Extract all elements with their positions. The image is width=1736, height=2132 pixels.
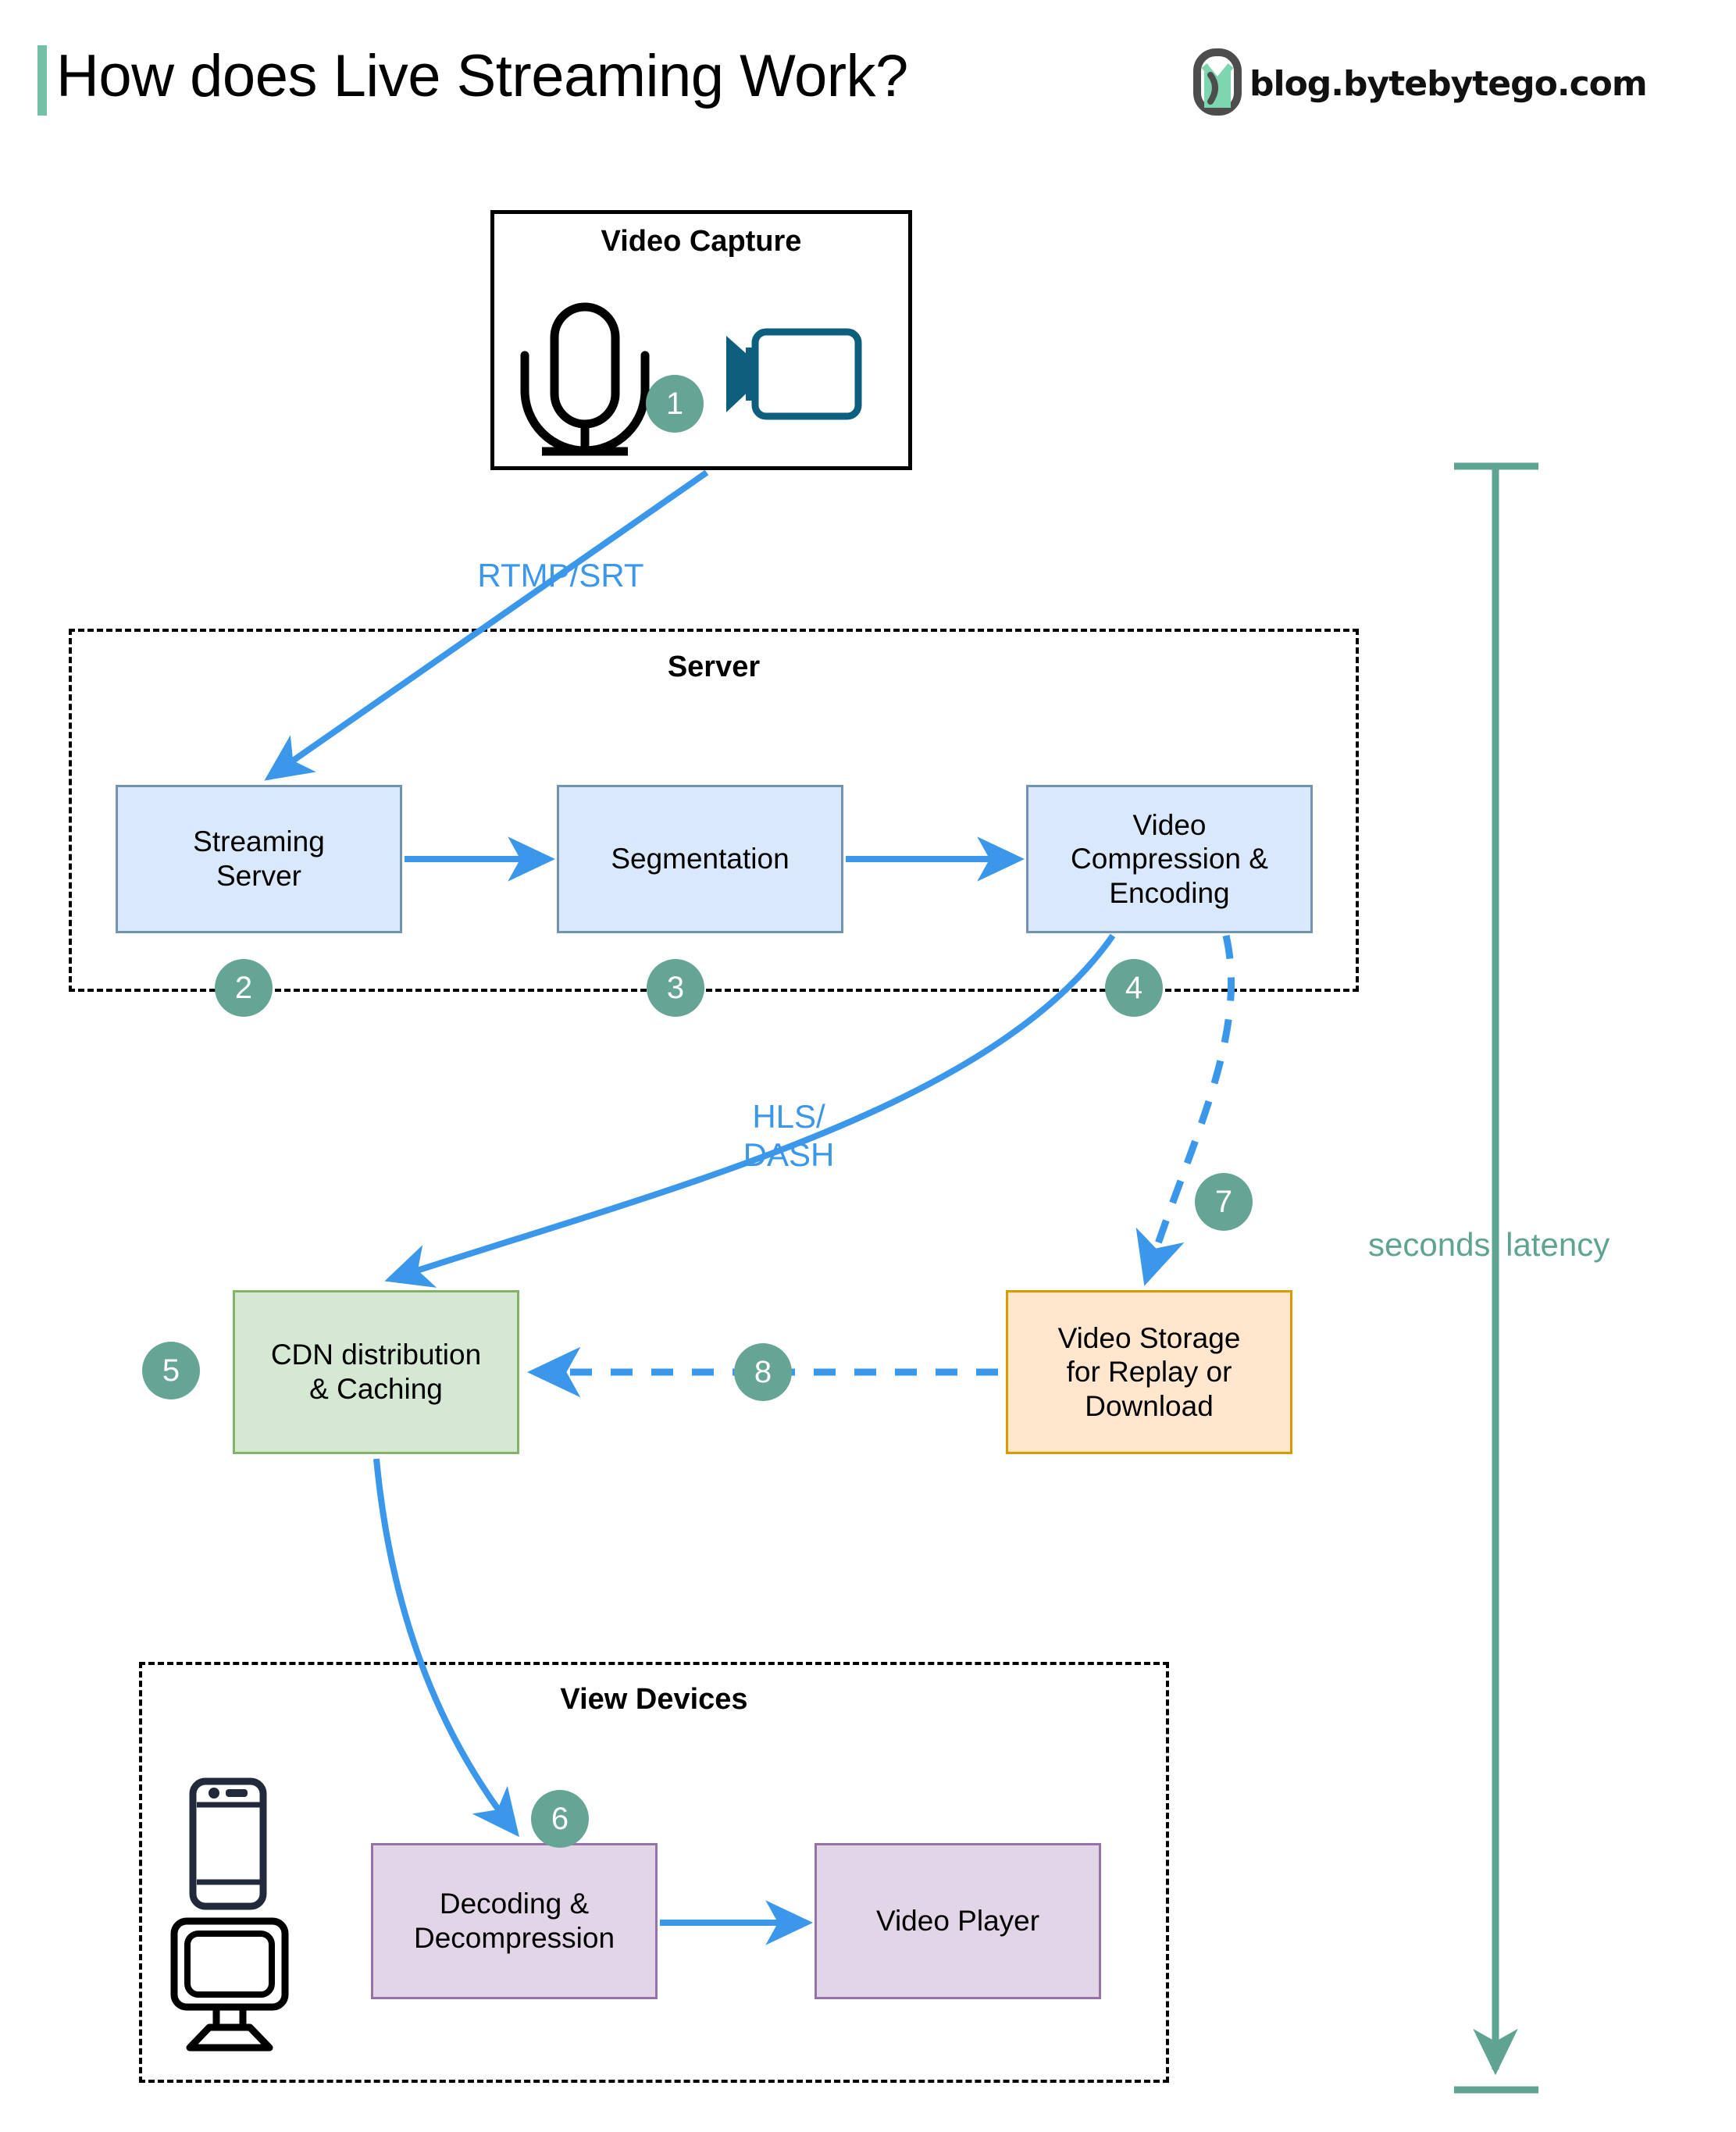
group-title-video-capture: Video Capture bbox=[601, 225, 802, 258]
bytebytego-logo-icon bbox=[1193, 48, 1242, 119]
node-streaming-server[interactable]: Streaming Server bbox=[116, 785, 402, 933]
latency-bracket bbox=[1454, 462, 1538, 2094]
step-badge-1[interactable]: 1 bbox=[646, 375, 704, 433]
page-title: How does Live Streaming Work? bbox=[56, 43, 908, 109]
node-label-video-compression: Video Compression & Encoding bbox=[1071, 808, 1268, 909]
node-label-video-player: Video Player bbox=[875, 1905, 1040, 1938]
group-title-view-devices: View Devices bbox=[560, 1683, 748, 1716]
step-badge-5[interactable]: 5 bbox=[142, 1342, 200, 1399]
group-title-server: Server bbox=[667, 651, 761, 683]
node-label-cdn: CDN distribution & Caching bbox=[270, 1339, 482, 1405]
node-decoding[interactable]: Decoding & Decompression bbox=[371, 1843, 658, 1999]
step-badge-6[interactable]: 6 bbox=[531, 1790, 589, 1848]
step-badge-3[interactable]: 3 bbox=[647, 959, 704, 1017]
page-header: How does Live Streaming Work? blog.byteb… bbox=[0, 0, 1736, 148]
group-view-devices bbox=[139, 1662, 1169, 2083]
node-video-compression[interactable]: Video Compression & Encoding bbox=[1026, 785, 1313, 933]
title-accent-bar bbox=[37, 45, 47, 116]
step-badge-7[interactable]: 7 bbox=[1195, 1173, 1253, 1231]
step-badge-4[interactable]: 4 bbox=[1105, 959, 1163, 1017]
step-badge-2[interactable]: 2 bbox=[215, 959, 273, 1017]
edge-label-hls-dash: HLS/ DASH bbox=[743, 1098, 835, 1173]
node-label-video-storage: Video Storage for Replay or Download bbox=[1057, 1321, 1241, 1422]
annotation-seconds-latency: seconds' latency bbox=[1368, 1226, 1610, 1263]
node-label-decoding: Decoding & Decompression bbox=[413, 1888, 615, 1954]
brand-block: blog.bytebytego.com bbox=[1193, 48, 1648, 119]
node-label-segmentation: Segmentation bbox=[611, 843, 790, 875]
node-cdn[interactable]: CDN distribution & Caching bbox=[233, 1290, 519, 1454]
brand-text: blog.bytebytego.com bbox=[1249, 64, 1648, 104]
step-badge-8[interactable]: 8 bbox=[734, 1343, 792, 1401]
node-video-player[interactable]: Video Player bbox=[815, 1843, 1101, 1999]
node-segmentation[interactable]: Segmentation bbox=[557, 785, 843, 933]
node-label-streaming-server: Streaming Server bbox=[193, 825, 325, 892]
node-video-storage[interactable]: Video Storage for Replay or Download bbox=[1006, 1290, 1292, 1454]
edge-label-rtmp-srt: RTMP/SRT bbox=[477, 557, 644, 594]
